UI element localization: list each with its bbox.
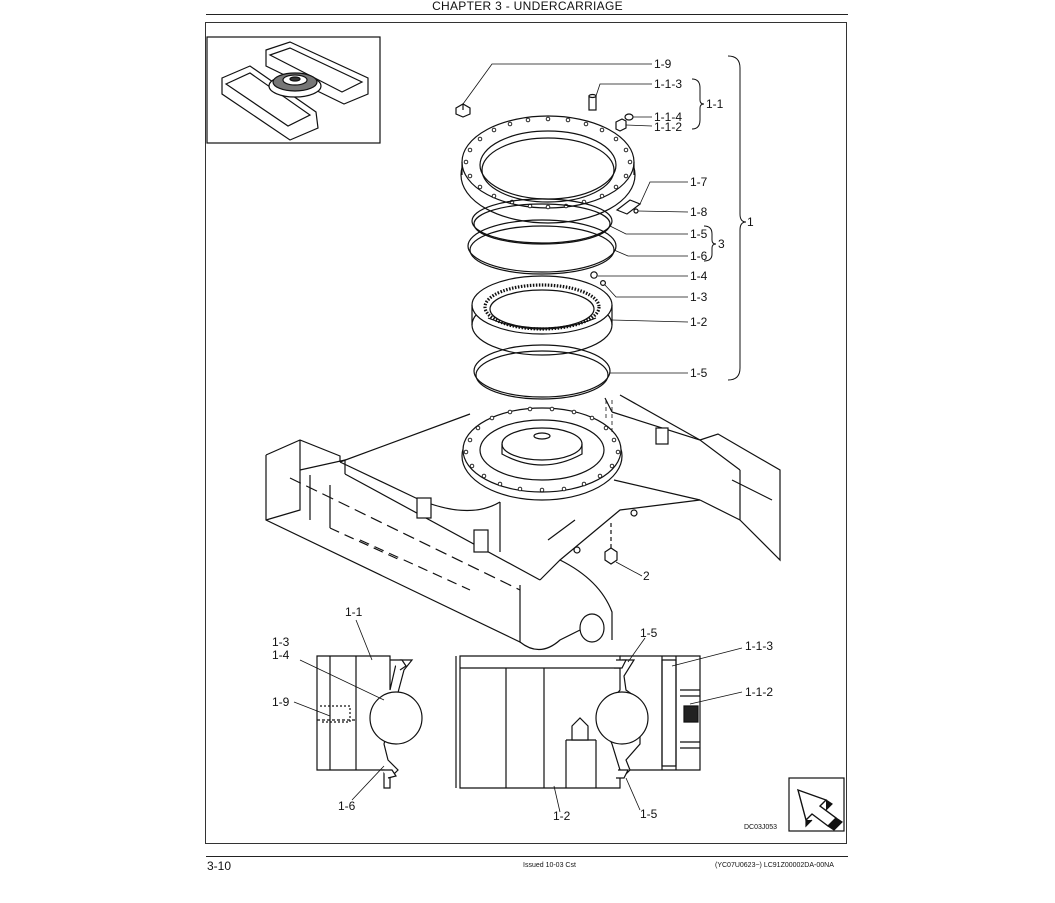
seal-ring-1-6: [467, 219, 617, 275]
callout-1-9: 1-9: [654, 57, 672, 71]
callout-1-1-2: 1-1-2: [654, 120, 682, 134]
callout-1-2: 1-2: [690, 315, 708, 329]
section-callout-1-1-2: 1-1-2: [745, 685, 773, 699]
leader-lines: [462, 63, 689, 577]
alignment-lines: [605, 400, 613, 432]
cross-section-view: [316, 655, 701, 789]
callout-1-3: 1-3: [690, 290, 708, 304]
inset-track-frame: [221, 41, 369, 141]
section-callout-1-5-top: 1-5: [640, 626, 658, 640]
section-callout-1-1-3: 1-1-3: [745, 639, 773, 653]
seal-ring-lower: [473, 344, 611, 400]
callout-1-4: 1-4: [690, 269, 708, 283]
callout-labels: 1-9 1-1-3 1-1 1-1-4 1-1-2 1-7 1-8 1 1-5 …: [643, 57, 754, 583]
section-leader-lines: [293, 619, 743, 813]
document-reference: (YC07U0623~) LC91Z00002DA-00NA: [715, 862, 834, 869]
header-rule: [206, 14, 848, 15]
section-callout-1-5-bottom: 1-5: [640, 807, 658, 821]
seal-ring-upper: [471, 198, 613, 245]
braces: [691, 55, 747, 381]
section-callout-1-2: 1-2: [553, 809, 571, 823]
track-frame: [265, 394, 781, 651]
mounting-flange: [461, 406, 623, 501]
figure-frame: [205, 22, 847, 844]
section-callout-1-6: 1-6: [338, 799, 356, 813]
part-bolt-2: [604, 520, 618, 565]
parts-ball-spacer: [590, 271, 606, 287]
section-callout-1-1: 1-1: [345, 605, 363, 619]
callout-2: 2: [643, 569, 650, 583]
section-callouts: 1-1 1-3 1-4 1-9 1-6 1-2 1-5 1-5 1-1-3 1-…: [272, 605, 773, 823]
issued-date: Issued 10-03 Cst: [523, 862, 576, 869]
locator-inset: [206, 36, 381, 144]
callout-1-5-upper: 1-5: [690, 227, 708, 241]
inner-gear-ring: [471, 275, 613, 356]
callout-1-1-3: 1-1-3: [654, 77, 682, 91]
part-bolt-1-9: [455, 103, 471, 118]
callout-3: 3: [718, 237, 725, 251]
outer-race-ring: [460, 115, 636, 224]
page-number: 3-10: [207, 859, 232, 873]
callout-1-7: 1-7: [690, 175, 708, 189]
part-pin-1-1-3: [588, 93, 597, 111]
callout-1-1-4: 1-1-4: [654, 110, 682, 124]
callout-1-6: 1-6: [690, 249, 708, 263]
direction-arrow-icon: [788, 777, 845, 832]
callout-1: 1: [747, 215, 754, 229]
figure-id: DC03J053: [744, 824, 777, 831]
callout-1-8: 1-8: [690, 205, 708, 219]
part-plug-1-1-2: [615, 118, 627, 132]
section-callout-1-3: 1-3: [272, 635, 290, 649]
callout-1-1: 1-1: [706, 97, 724, 111]
footer-rule: [206, 856, 848, 857]
section-callout-1-4: 1-4: [272, 648, 290, 662]
callout-1-5-lower: 1-5: [690, 366, 708, 380]
section-callout-1-9: 1-9: [272, 695, 290, 709]
chapter-title: CHAPTER 3 - UNDERCARRIAGE: [432, 0, 623, 13]
part-plug-1-1-4: [624, 113, 634, 121]
